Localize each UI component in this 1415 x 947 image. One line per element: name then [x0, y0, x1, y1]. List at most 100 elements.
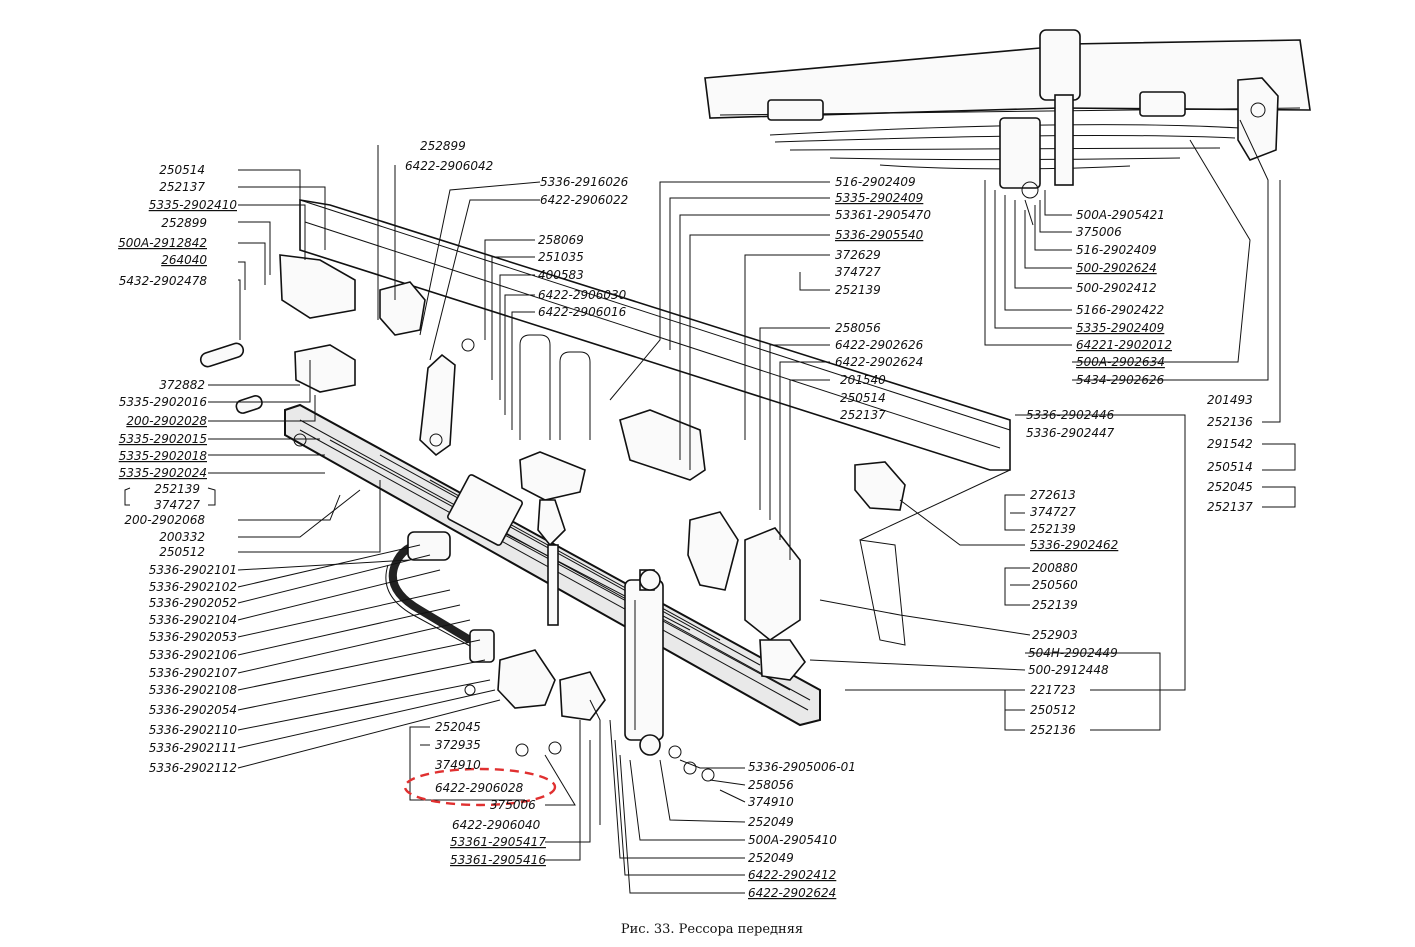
label: 5336-2902108 [149, 683, 238, 697]
label: 252139 [154, 482, 200, 496]
label: 252049 [748, 851, 794, 865]
label: 5335-2902409 [1076, 321, 1164, 335]
bottom-center-labels: 252045 372935 374910 6422-2906028 375006… [435, 720, 546, 867]
label: 252137 [840, 408, 886, 422]
right-mid-labels: 5336-2902446 5336-2902447 272613 374727 … [1026, 408, 1118, 737]
label: 5336-2902101 [149, 563, 237, 577]
label: 5166-2902422 [1076, 303, 1164, 317]
label: 5336-2902053 [149, 630, 237, 644]
label: 221723 [1030, 683, 1076, 697]
highlighted-part-label: 6422-2906028 [435, 781, 524, 795]
label: 5335-2902024 [119, 466, 207, 480]
label: 252139 [1032, 598, 1078, 612]
top-center-labels: 252899 6422-2906042 5336-2916026 6422-29… [405, 139, 629, 319]
label: 375006 [1076, 225, 1122, 239]
label: 252137 [159, 180, 205, 194]
label: 6422-2906016 [538, 305, 627, 319]
label: 6422-2902626 [835, 338, 924, 352]
label: 258056 [748, 778, 794, 792]
label: 374910 [748, 795, 794, 809]
label: 200880 [1032, 561, 1078, 575]
label: 5336-2902106 [149, 648, 238, 662]
label: 6422-2902412 [748, 868, 836, 882]
label: 5336-2905540 [835, 228, 924, 242]
rear-hanger [744, 461, 906, 681]
center-right-labels: 516-2902409 5335-2902409 53361-2905470 5… [835, 175, 931, 422]
label: 500А-2905410 [748, 833, 837, 847]
label: 500-2912448 [1028, 663, 1109, 677]
label: 5336-2902104 [149, 613, 237, 627]
label: 200-2902068 [124, 513, 205, 527]
leader-lines [124, 119, 1296, 894]
label: 5335-2902015 [119, 432, 207, 446]
label: 5336-2902112 [149, 761, 237, 775]
label: 252899 [161, 216, 207, 230]
label: 201493 [1207, 393, 1253, 407]
label: 374910 [435, 758, 481, 772]
label: 5336-2902111 [149, 741, 237, 755]
label: 252136 [1207, 415, 1253, 429]
label: 5336-2902462 [1030, 538, 1118, 552]
figure-caption: Рис. 33. Рессора передняя [621, 922, 803, 937]
label: 53361-2905470 [835, 208, 931, 222]
label: 250514 [159, 163, 205, 177]
label: 5335-2902016 [119, 395, 208, 409]
label: 375006 [490, 798, 536, 812]
label: 53361-2905416 [450, 853, 546, 867]
left-column-labels: 250514 252137 5335-2902410 252899 500А-2… [118, 163, 237, 775]
lower-frame-rail [299, 199, 1011, 646]
label: 5336-2905006-01 [748, 760, 856, 774]
label: 258056 [835, 321, 881, 335]
label: 250514 [1207, 460, 1253, 474]
label: 5336-2902447 [1026, 426, 1115, 440]
top-right-labels: 500А-2905421 375006 516-2902409 500-2902… [1076, 208, 1172, 387]
label: 252136 [1030, 723, 1076, 737]
label: 372629 [835, 248, 881, 262]
label: 5336-2902054 [149, 703, 237, 717]
label: 252903 [1032, 628, 1078, 642]
label: 516-2902409 [1076, 243, 1157, 257]
far-right-labels: 201493 252136 291542 250514 252045 25213… [1207, 393, 1253, 514]
label: 258069 [538, 233, 584, 247]
label: 250560 [1032, 578, 1078, 592]
label: 5336-2902110 [149, 723, 238, 737]
label: 5335-2902410 [149, 198, 238, 212]
label: 252045 [435, 720, 481, 734]
label: 5434-2902626 [1076, 373, 1165, 387]
label: 200-2902028 [126, 414, 207, 428]
label: 5335-2902409 [835, 191, 923, 205]
label: 5336-2902102 [149, 580, 237, 594]
label: 5336-2902446 [1026, 408, 1115, 422]
label: 5335-2902018 [119, 449, 208, 463]
label: 5336-2916026 [540, 175, 629, 189]
label: 500А-2912842 [118, 236, 207, 250]
label: 6422-2906040 [452, 818, 541, 832]
center-brackets [519, 409, 739, 626]
label: 264040 [161, 253, 207, 267]
label: 500-2902412 [1076, 281, 1157, 295]
label: 372882 [159, 378, 205, 392]
label: 400583 [538, 268, 584, 282]
label: 372935 [435, 738, 481, 752]
bottom-right-labels: 5336-2905006-01 258056 374910 252049 500… [748, 760, 856, 900]
label: 252139 [1030, 522, 1076, 536]
label: 252045 [1207, 480, 1253, 494]
stabilizer-bar [385, 531, 495, 663]
label: 250512 [1030, 703, 1076, 717]
label: 250512 [159, 545, 205, 559]
label: 5432-2902478 [119, 274, 208, 288]
label: 504Н-2902449 [1028, 646, 1118, 660]
label: 6422-2906030 [538, 288, 627, 302]
label: 500А-2905421 [1076, 208, 1165, 222]
label: 252899 [420, 139, 466, 153]
label: 5336-2902052 [149, 596, 237, 610]
label: 500-2902624 [1076, 261, 1157, 275]
label: 5336-2902107 [149, 666, 238, 680]
label: 516-2902409 [835, 175, 916, 189]
u-bolts [519, 334, 591, 440]
label: 201540 [840, 373, 886, 387]
label: 252137 [1207, 500, 1253, 514]
label: 252139 [835, 283, 881, 297]
